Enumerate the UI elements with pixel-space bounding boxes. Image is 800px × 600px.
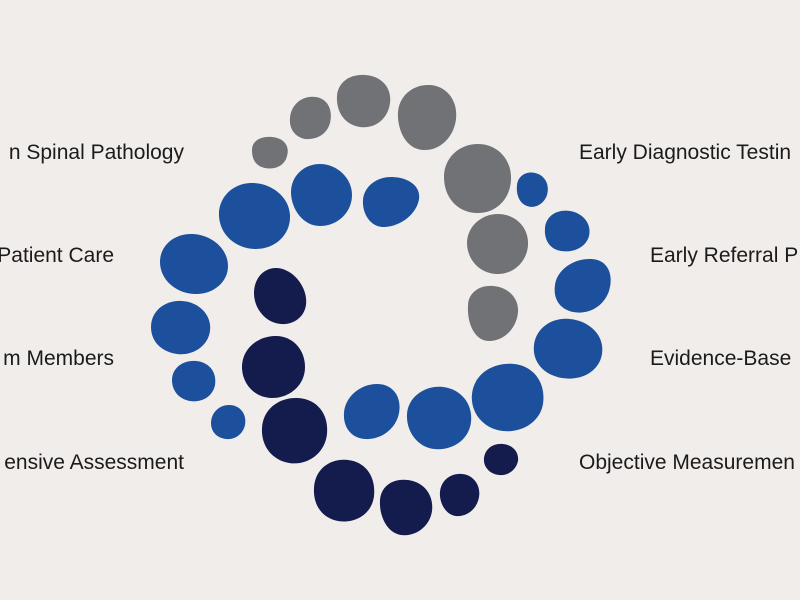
blue-blob-1	[516, 172, 548, 207]
label-right-3: Evidence-Base	[650, 347, 792, 370]
blue-blob-5	[471, 363, 544, 432]
blue-blob-4	[533, 318, 603, 379]
label-left-1: n Spinal Pathology	[8, 141, 184, 164]
gray-blob-6	[467, 214, 529, 275]
label-right-1: Early Diagnostic Testin	[579, 141, 792, 164]
navy-blob-6	[439, 473, 480, 517]
navy-blob-7	[483, 443, 519, 476]
navy-blobs	[242, 268, 519, 536]
navy-blob-2	[242, 335, 305, 398]
gray-blob-1	[252, 136, 288, 169]
label-right-4: Objective Measuremen	[579, 451, 795, 474]
blue-blob-9	[291, 164, 352, 226]
navy-blob-1	[254, 268, 307, 325]
blue-blob-8	[362, 177, 420, 228]
blue-blobs	[151, 164, 611, 450]
navy-blob-5	[379, 479, 433, 536]
blue-blob-13	[172, 360, 216, 402]
label-left-2: Patient Care	[0, 244, 114, 267]
blue-blob-14	[211, 405, 246, 440]
blue-blob-11	[160, 233, 228, 295]
label-right-2: Early Referral P	[650, 244, 799, 267]
blue-blob-6	[406, 386, 472, 450]
blue-blob-7	[343, 384, 400, 440]
gray-blobs	[252, 74, 529, 341]
blue-blob-10	[218, 182, 291, 249]
gray-blob-5	[444, 144, 512, 214]
blue-blob-2	[544, 210, 590, 252]
label-left-3: m Members	[3, 347, 114, 370]
blue-blob-3	[554, 258, 611, 313]
gray-blob-2	[289, 96, 331, 140]
navy-blob-3	[261, 397, 328, 464]
blue-blob-12	[151, 300, 211, 355]
gray-blob-3	[336, 74, 391, 128]
gray-blob-7	[467, 285, 519, 341]
label-left-4: ensive Assessment	[4, 451, 184, 474]
navy-blob-4	[313, 459, 375, 522]
gray-blob-4	[397, 84, 457, 151]
